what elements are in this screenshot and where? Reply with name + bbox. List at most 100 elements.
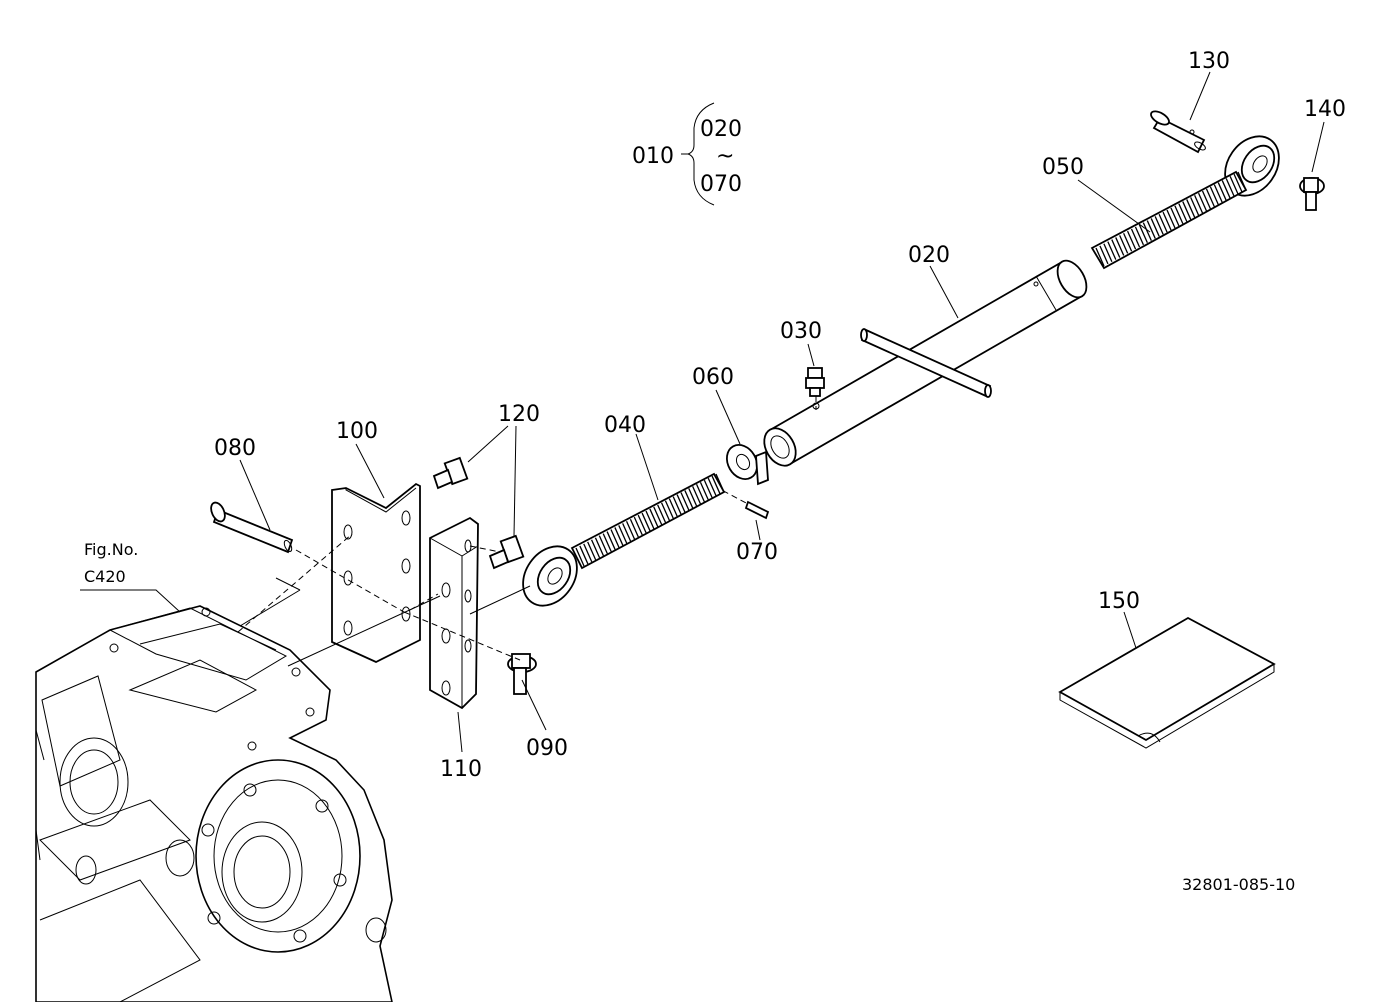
thread-mark [1221, 180, 1231, 199]
thread-mark [1194, 194, 1204, 214]
drawing-number: 32801-085-10 [1182, 875, 1295, 894]
thread-mark [707, 477, 717, 497]
thread-mark [629, 518, 640, 538]
callout-100: 100 [336, 419, 378, 444]
roll-pin-070 [713, 485, 770, 520]
callout-110: 110 [440, 757, 482, 782]
thread-mark [583, 543, 593, 563]
thread-mark [649, 508, 659, 528]
thread-mark [1182, 201, 1192, 220]
thread-mark [1119, 235, 1129, 254]
thread-mark [602, 533, 612, 552]
group-bracket [681, 102, 715, 206]
thread-mark [1111, 239, 1121, 258]
callout-030: 030 [780, 319, 822, 344]
thread-mark [1166, 209, 1176, 229]
thread-mark [1158, 213, 1168, 233]
thread-mark [1126, 230, 1137, 250]
callout-140: 140 [1304, 97, 1346, 122]
callout-130: 130 [1188, 49, 1230, 74]
thread-mark [633, 516, 643, 536]
thread-mark [1146, 220, 1156, 239]
callout-040: 040 [604, 413, 646, 438]
thread-mark [637, 514, 647, 534]
callout-020-range-start: 020 [700, 117, 742, 142]
thread-mark [641, 512, 651, 532]
clip-140 [1299, 177, 1325, 211]
bolt-120-lower [488, 534, 525, 570]
callout-020: 020 [908, 243, 950, 268]
thread-mark [1095, 247, 1105, 267]
thread-mark [1162, 211, 1172, 231]
thread-mark [1123, 232, 1133, 252]
thread-mark [1174, 205, 1184, 225]
thread-mark [587, 541, 597, 561]
thread-mark [668, 498, 678, 517]
thread-mark [1138, 224, 1148, 244]
thread-mark [653, 506, 663, 526]
thread-mark [699, 481, 710, 501]
figure-reference-number: C420 [84, 567, 126, 586]
rod-end-040 [522, 472, 726, 607]
thread-mark [1130, 228, 1141, 248]
thread-mark [1099, 245, 1109, 265]
callout-080: 080 [214, 436, 256, 461]
thread-mark [657, 504, 667, 524]
thread-mark [676, 494, 686, 513]
thread-mark [1229, 175, 1239, 195]
assembly-lines [237, 533, 531, 667]
transmission-housing [35, 605, 393, 1002]
callout-120: 120 [498, 402, 540, 427]
thread-mark [1178, 203, 1188, 222]
thread-mark [1190, 197, 1200, 216]
thread-mark [614, 527, 624, 546]
thread-mark [610, 529, 620, 548]
thread-mark [579, 545, 589, 565]
thread-mark [598, 535, 608, 554]
thread-mark [1186, 199, 1196, 218]
thread-mark [1103, 243, 1113, 263]
callout-150: 150 [1098, 589, 1140, 614]
thread-mark [1115, 237, 1125, 256]
thread-mark [664, 500, 675, 519]
thread-mark [695, 484, 706, 503]
thread-mark [1209, 186, 1219, 206]
manual-150 [1058, 616, 1276, 749]
callout-090: 090 [526, 736, 568, 761]
thread-mark [703, 479, 713, 499]
tube-020 [763, 259, 1088, 467]
thread-mark [1233, 173, 1243, 193]
thread-mark [1150, 218, 1160, 237]
bracket-110 [429, 516, 479, 710]
callout-010: 010 [632, 144, 674, 169]
thread-mark [1197, 192, 1208, 212]
thread-mark [1225, 178, 1235, 197]
thread-mark [1170, 207, 1180, 227]
range-tilde: ~ [716, 144, 734, 169]
thread-mark [575, 547, 585, 567]
thread-mark [622, 523, 632, 542]
rod-end-050 [1090, 135, 1280, 270]
thread-mark [692, 486, 702, 505]
thread-mark [594, 537, 605, 556]
thread-mark [672, 496, 682, 515]
thread-mark [660, 502, 671, 522]
thread-mark [645, 510, 655, 530]
thread-mark [688, 488, 698, 507]
pin-130 [1150, 110, 1206, 154]
callout-050: 050 [1042, 155, 1084, 180]
thread-mark [618, 525, 628, 544]
bracket-100 [331, 482, 421, 663]
nut-060 [726, 444, 769, 486]
clip-090 [507, 653, 537, 695]
thread-mark [1237, 171, 1247, 191]
thread-mark [1205, 188, 1216, 208]
callout-070: 070 [736, 540, 778, 565]
thread-mark [1107, 241, 1117, 260]
bolt-120-upper [432, 456, 469, 490]
thread-mark [1154, 216, 1164, 235]
thread-mark [1217, 182, 1227, 201]
thread-mark [715, 473, 725, 493]
thread-mark [711, 475, 721, 495]
